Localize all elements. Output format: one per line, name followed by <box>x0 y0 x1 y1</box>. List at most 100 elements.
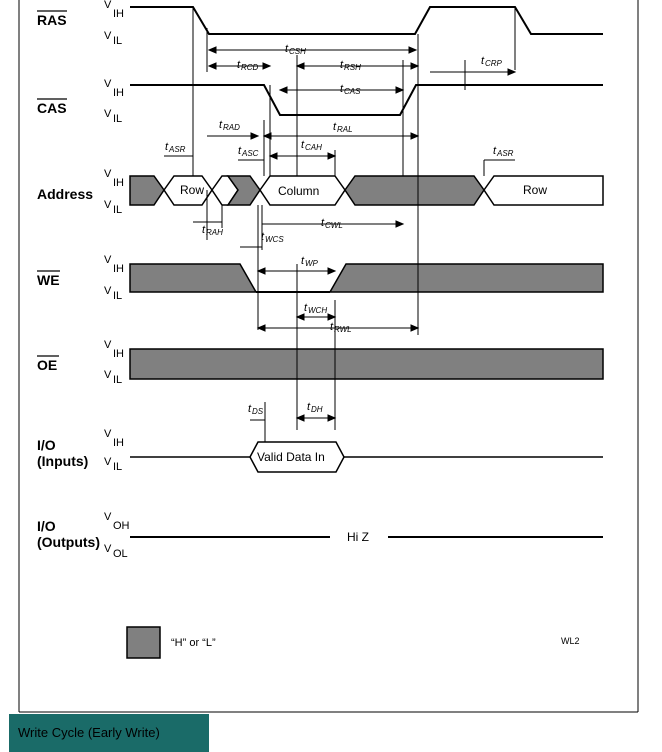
cas-waveform <box>130 84 603 116</box>
svg-text:t: t <box>165 141 169 153</box>
svg-text:V: V <box>104 511 112 523</box>
legend-label: “H” or “L” <box>171 637 216 649</box>
svg-text:t: t <box>321 217 325 229</box>
io-inputs-label: I/O <box>37 437 56 453</box>
svg-text:RAS: RAS <box>37 12 67 28</box>
svg-text:OH: OH <box>113 520 130 532</box>
svg-text:CRP: CRP <box>485 59 503 68</box>
svg-text:t: t <box>285 43 289 55</box>
svg-text:t: t <box>238 145 242 157</box>
svg-text:RCD: RCD <box>241 63 259 72</box>
svg-text:t: t <box>493 145 497 157</box>
svg-text:WE: WE <box>37 272 60 288</box>
we-waveform <box>129 263 604 293</box>
address-column-box: Column <box>278 184 319 198</box>
io-inputs-waveform <box>130 441 603 473</box>
svg-text:IH: IH <box>113 348 124 360</box>
svg-text:IH: IH <box>113 87 124 99</box>
svg-text:V: V <box>104 199 112 211</box>
svg-text:RSH: RSH <box>344 63 361 72</box>
svg-text:ASR: ASR <box>168 145 186 154</box>
oe-waveform <box>129 348 604 380</box>
address-row-box: Row <box>180 183 204 197</box>
svg-text:t: t <box>202 224 206 236</box>
legend-swatch <box>126 626 161 659</box>
svg-text:t: t <box>307 401 311 413</box>
svg-text:V: V <box>104 254 112 266</box>
svg-text:CAS: CAS <box>344 87 361 96</box>
svg-text:V: V <box>104 543 112 555</box>
svg-text:t: t <box>330 321 334 333</box>
io-outputs-label: (Outputs) <box>37 534 100 550</box>
address-row2-box: Row <box>523 183 547 197</box>
cas-label: CAS <box>37 98 67 116</box>
svg-text:V: V <box>104 108 112 120</box>
svg-text:t: t <box>333 121 337 133</box>
svg-text:WCH: WCH <box>308 306 327 315</box>
svg-text:V: V <box>104 30 112 42</box>
svg-text:CAS: CAS <box>37 100 67 116</box>
svg-text:t: t <box>301 255 305 267</box>
svg-text:t: t <box>261 231 265 243</box>
svg-text:t: t <box>301 139 305 151</box>
svg-text:t: t <box>248 403 252 415</box>
svg-text:OL: OL <box>113 548 128 560</box>
svg-text:RWL: RWL <box>334 325 352 334</box>
reference-lines <box>192 7 516 442</box>
svg-text:OE: OE <box>37 357 57 373</box>
svg-text:V: V <box>104 285 112 297</box>
svg-text:DS: DS <box>252 407 264 416</box>
svg-text:IL: IL <box>113 374 122 386</box>
oe-label: OE <box>37 355 59 373</box>
address-label: Address <box>37 186 93 202</box>
svg-text:V: V <box>104 0 112 11</box>
svg-text:IL: IL <box>113 113 122 125</box>
svg-text:V: V <box>104 78 112 90</box>
svg-text:WP: WP <box>305 259 319 268</box>
hi-z-label: Hi Z <box>347 530 369 544</box>
svg-text:IL: IL <box>113 290 122 302</box>
svg-text:V: V <box>104 456 112 468</box>
svg-text:RAL: RAL <box>337 125 353 134</box>
svg-text:IH: IH <box>113 177 124 189</box>
svg-text:t: t <box>219 119 223 131</box>
svg-text:DH: DH <box>311 405 323 414</box>
svg-text:IL: IL <box>113 35 122 47</box>
svg-text:V: V <box>104 339 112 351</box>
svg-text:CWL: CWL <box>325 221 343 230</box>
svg-text:IL: IL <box>113 461 122 473</box>
svg-text:t: t <box>481 55 485 67</box>
timing-dimensions <box>164 46 517 422</box>
svg-text:t: t <box>304 302 308 314</box>
svg-text:t: t <box>237 59 241 71</box>
svg-text:V: V <box>104 168 112 180</box>
svg-text:t: t <box>340 59 344 71</box>
svg-text:IH: IH <box>113 437 124 449</box>
address-waveform <box>129 175 604 206</box>
svg-text:IH: IH <box>113 263 124 275</box>
svg-text:IL: IL <box>113 204 122 216</box>
svg-text:ASC: ASC <box>241 149 259 158</box>
svg-text:V: V <box>104 428 112 440</box>
svg-text:RAD: RAD <box>223 123 240 132</box>
svg-text:IH: IH <box>113 8 124 20</box>
